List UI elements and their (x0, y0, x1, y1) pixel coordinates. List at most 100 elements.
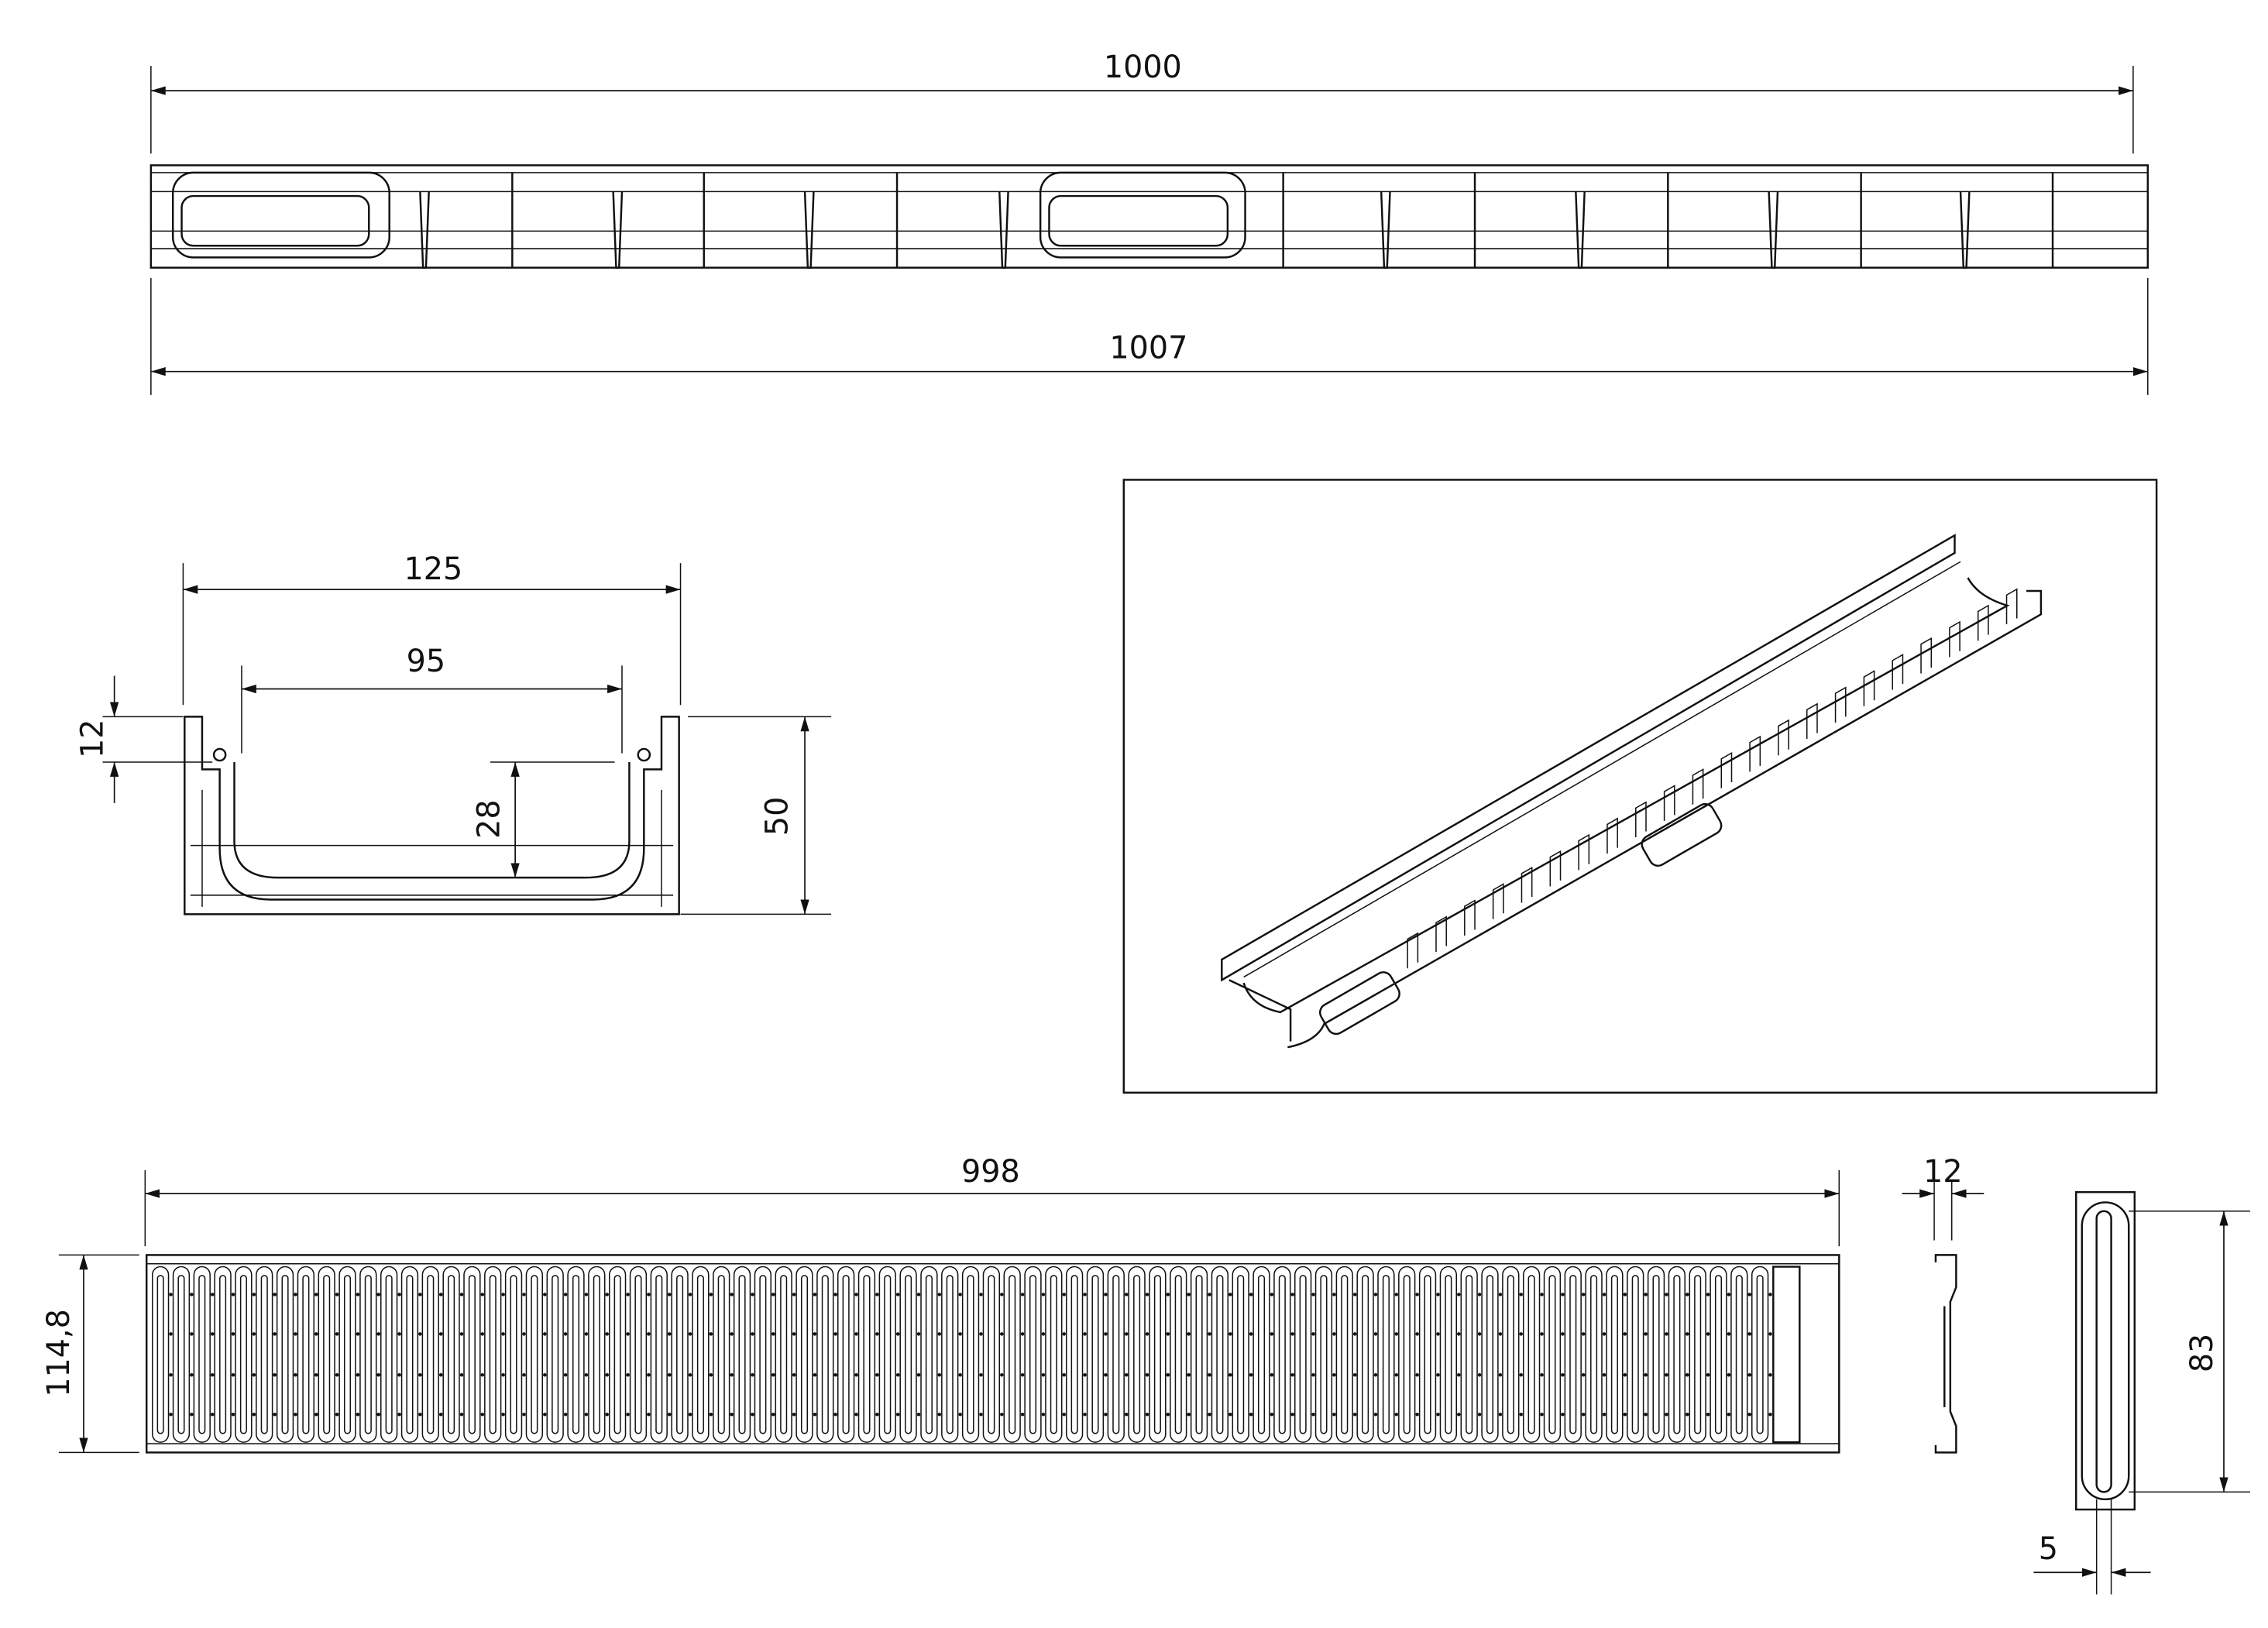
rib-slot (419, 191, 430, 269)
grate-slot (276, 1266, 294, 1443)
grate-slot-inner (821, 1275, 829, 1434)
grate-dot (1747, 1412, 1751, 1417)
grate-dot (937, 1373, 942, 1377)
grate-slot (1314, 1266, 1333, 1443)
grate-dot (1145, 1332, 1149, 1336)
grate-dot (1602, 1293, 1606, 1297)
grate-slot (588, 1266, 606, 1443)
grate-dot (1228, 1332, 1232, 1336)
grate-slot (733, 1266, 751, 1443)
grate-dot (1706, 1332, 1710, 1336)
grate-dot (1290, 1293, 1294, 1297)
grate-dot (1561, 1412, 1565, 1417)
grate-slot-inner (780, 1275, 788, 1434)
grate-dot (1062, 1293, 1066, 1297)
grate-dot (1394, 1412, 1399, 1417)
grate-dot (688, 1332, 692, 1336)
dim-label-12-rim: 12 (75, 720, 111, 758)
isometric-view-frame (1122, 479, 2158, 1094)
iso-rib (1549, 850, 1562, 887)
grate-dot (1581, 1412, 1586, 1417)
grate-dot (356, 1373, 360, 1377)
iso-rib (1949, 620, 1960, 658)
dim-label-83: 83 (2184, 1334, 2220, 1372)
grate-slot-inner (1382, 1275, 1390, 1434)
grate-dot (1290, 1332, 1294, 1336)
grate-dot (1373, 1332, 1378, 1336)
grate-dot (376, 1373, 380, 1377)
grate-dot (1768, 1373, 1772, 1377)
grate-dot (833, 1412, 837, 1417)
grate-slot-inner (1237, 1275, 1245, 1434)
grate-slot-inner (1548, 1275, 1556, 1434)
grate-slot (1606, 1266, 1624, 1443)
grate-slot (1647, 1266, 1665, 1443)
grate-dot (1665, 1332, 1668, 1336)
grate-dot (1727, 1412, 1731, 1417)
grate-dot (1706, 1412, 1710, 1417)
grate-dot (854, 1332, 858, 1336)
grate-slot-inner (988, 1275, 995, 1434)
grate-dot (210, 1332, 215, 1336)
grate-dot (335, 1293, 339, 1297)
grate-dot (1041, 1332, 1046, 1336)
grate-slot (193, 1266, 211, 1443)
grate-dot (833, 1332, 837, 1336)
grate-dot (418, 1293, 422, 1297)
grate-dot (1020, 1293, 1025, 1297)
grate-dot (1249, 1332, 1253, 1336)
grate-slot (380, 1266, 398, 1443)
grate-slot (899, 1266, 917, 1443)
grate-slot-inner (842, 1275, 850, 1434)
grate-slot-inner (448, 1275, 455, 1434)
grate-slot-inner (800, 1275, 809, 1434)
grate-dot (1208, 1373, 1211, 1377)
grate-slot-inner (1216, 1275, 1224, 1434)
grate-dot (709, 1293, 713, 1297)
grate-dot (813, 1373, 817, 1377)
grate-dot (584, 1412, 589, 1417)
grate-dot (438, 1412, 443, 1417)
grate-dot (1498, 1332, 1503, 1336)
grate-dot (1187, 1412, 1191, 1417)
grate-dot (1166, 1332, 1170, 1336)
grate-slot-inner (1466, 1275, 1473, 1434)
grate-dot (1747, 1373, 1751, 1377)
grate-slot (692, 1266, 710, 1443)
grate-slot (338, 1266, 356, 1443)
grate-dot (1498, 1373, 1503, 1377)
grate-dot (397, 1412, 401, 1417)
grate-dot (1373, 1373, 1378, 1377)
grate-dot (1228, 1412, 1232, 1417)
grate-slot (775, 1266, 792, 1443)
grate-dot (1270, 1373, 1274, 1377)
grate-slot (1045, 1266, 1063, 1443)
grate-dot (813, 1293, 817, 1297)
grate-dot (294, 1293, 297, 1297)
grate-dot (792, 1373, 796, 1377)
grate-dot (356, 1412, 360, 1417)
iso-rib (1977, 604, 1989, 641)
rib-slot (998, 191, 1009, 269)
grate-dot (979, 1293, 983, 1297)
grate-slot-inner (655, 1275, 663, 1434)
grate-dot (792, 1332, 796, 1336)
grate-dot (730, 1373, 734, 1377)
grate-dot (1083, 1373, 1087, 1377)
grate-dot (771, 1332, 775, 1336)
grate-dot (667, 1293, 672, 1297)
grate-slot (878, 1266, 896, 1443)
grate-slot (796, 1266, 813, 1443)
grate-dot (1498, 1293, 1503, 1297)
grate-slot-inner (1029, 1275, 1037, 1434)
grate-dot (1041, 1373, 1046, 1377)
grate-slot-inner (1569, 1275, 1577, 1434)
grate-dot (1685, 1293, 1689, 1297)
grate-dot (1083, 1293, 1087, 1297)
grate-slot (152, 1266, 170, 1443)
grate-dot (958, 1412, 962, 1417)
grate-slot-inner (1714, 1275, 1723, 1434)
grate-dot (1665, 1293, 1668, 1297)
grate-dot (1124, 1412, 1129, 1417)
grate-dot (1519, 1412, 1523, 1417)
